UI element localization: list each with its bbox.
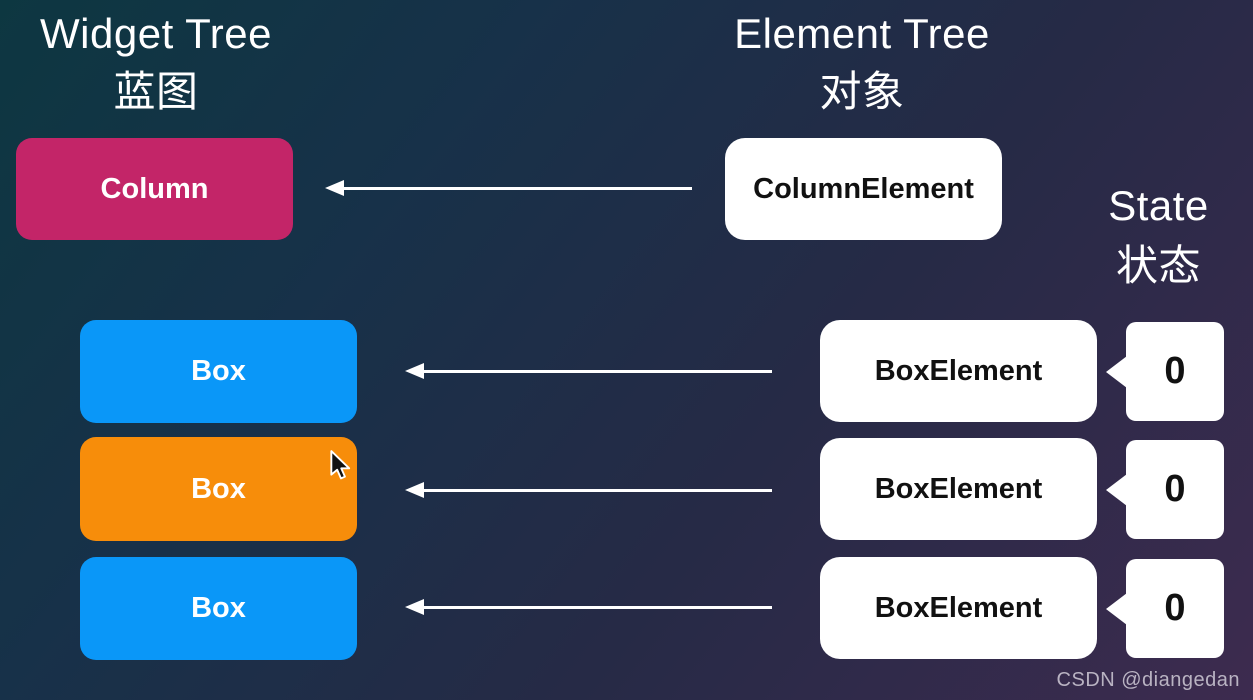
watermark: CSDN @diangedan [1056, 669, 1240, 691]
box-element-label-3: BoxElement [874, 591, 1043, 624]
state-header: State 状态 [1064, 176, 1253, 296]
box-element-node-2: BoxElement [820, 438, 1097, 540]
arrow-shaft [420, 488, 772, 492]
element-tree-title: Element Tree [734, 10, 990, 57]
box-element-label-1: BoxElement [874, 354, 1043, 387]
state-value-1: 0 [1164, 350, 1186, 392]
widget-box-node-2: Box [80, 437, 357, 541]
arrow-shaft [340, 186, 692, 190]
arrow-boxelement1-to-box1 [405, 363, 772, 379]
arrow-head-icon [405, 363, 424, 379]
widget-box-label-3: Box [191, 592, 246, 624]
arrow-head-icon [405, 599, 424, 615]
mouse-cursor-icon [330, 450, 351, 480]
arrow-head-icon [405, 482, 424, 498]
arrow-boxelement2-to-box2 [405, 482, 772, 498]
state-subtitle: 状态 [1115, 242, 1201, 289]
state-node-1: 0 [1106, 322, 1224, 421]
state-node-2: 0 [1106, 440, 1224, 539]
state-tail-icon-1 [1106, 355, 1127, 388]
widget-tree-title: Widget Tree [40, 10, 272, 57]
box-element-label-2: BoxElement [874, 472, 1043, 505]
column-element-label: ColumnElement [753, 172, 974, 205]
widget-box-label-2: Box [191, 472, 246, 505]
box-element-node-1: BoxElement [820, 320, 1097, 422]
arrow-head-icon [325, 180, 344, 196]
state-tail-icon-2 [1106, 473, 1127, 506]
widget-box-node-3: Box [80, 557, 357, 660]
state-title: State [1108, 182, 1209, 229]
state-value-3: 0 [1164, 587, 1186, 629]
state-value-2: 0 [1164, 468, 1186, 510]
widget-tree-subtitle: 蓝图 [113, 68, 199, 115]
state-tail-icon-3 [1106, 592, 1127, 625]
widget-box-node-1: Box [80, 320, 357, 423]
widget-box-label-1: Box [191, 355, 246, 387]
box-element-node-3: BoxElement [820, 557, 1097, 659]
widget-column-label: Column [100, 172, 209, 205]
arrow-shaft [420, 605, 772, 609]
widget-column-node: Column [16, 138, 293, 240]
element-tree-header: Element Tree 对象 [712, 5, 1012, 121]
arrow-boxelement3-to-box3 [405, 599, 772, 615]
widget-tree-header: Widget Tree 蓝图 [0, 5, 312, 121]
arrow-columnelement-to-column [325, 180, 692, 196]
element-tree-subtitle: 对象 [819, 68, 905, 115]
state-node-3: 0 [1106, 559, 1224, 658]
arrow-shaft [420, 369, 772, 373]
column-element-node: ColumnElement [725, 138, 1002, 240]
